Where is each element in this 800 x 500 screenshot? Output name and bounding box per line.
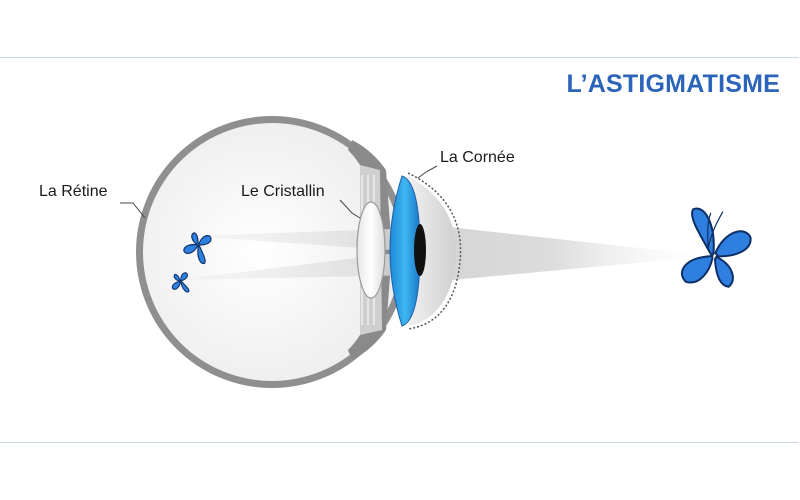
eyeball: [136, 116, 408, 388]
cornea-dashed-outline: [407, 172, 462, 330]
butterfly-icon: [183, 232, 212, 265]
butterfly-icon: [681, 207, 752, 288]
anterior-chamber: [408, 176, 457, 326]
callout-lines: [120, 165, 438, 219]
label-lens: Le Cristallin: [241, 183, 325, 200]
crystalline-lens: [356, 201, 386, 299]
butterfly-icon: [171, 272, 190, 293]
page-title: L’ASTIGMATISME: [566, 70, 780, 98]
cornea: [389, 175, 421, 327]
pupil: [414, 224, 426, 276]
label-cornea: La Cornée: [440, 149, 515, 166]
label-retina: La Rétine: [39, 183, 108, 200]
